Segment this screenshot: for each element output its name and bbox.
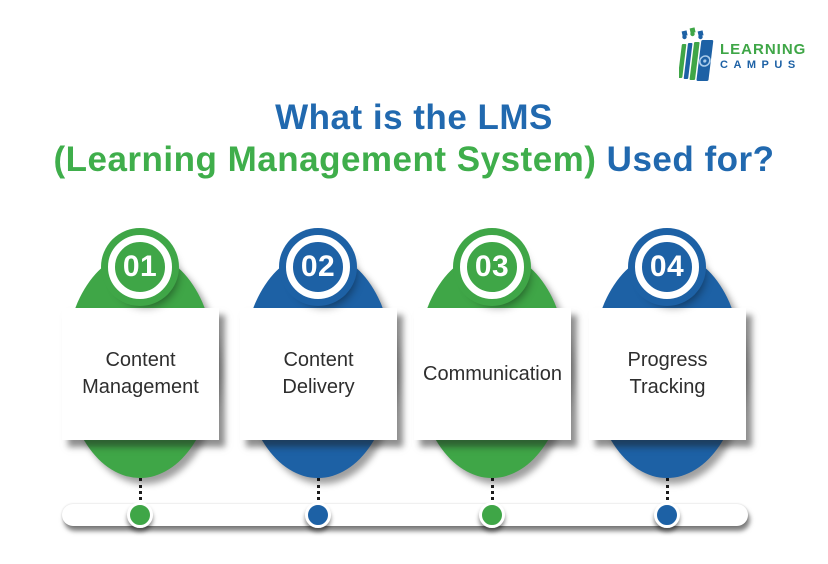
item-card: Communication — [414, 308, 571, 440]
item-number: 01 — [122, 250, 158, 283]
item-label-line: Communication — [423, 362, 562, 385]
title-line2-green-text: (Learning Management System) — [53, 140, 597, 179]
lms-use-item-progress-tracking: 04 Progress Tracking — [580, 228, 755, 538]
item-number-badge: 03 — [460, 235, 524, 299]
dotted-connector — [491, 478, 494, 506]
item-number: 03 — [474, 250, 510, 283]
item-number: 04 — [649, 250, 685, 283]
dotted-connector — [666, 478, 669, 506]
title-line2-blue-text: Used for? — [596, 140, 775, 179]
item-number-badge: 04 — [635, 235, 699, 299]
item-label-line: Delivery — [282, 376, 355, 398]
item-label-line: Content — [105, 349, 176, 371]
logo-name-top: LEARNING — [720, 41, 807, 58]
timeline-dot — [654, 502, 680, 528]
lms-use-item-content-delivery: 02 Content Delivery — [231, 228, 406, 538]
item-label-line: Content — [283, 349, 354, 371]
item-card: Content Delivery — [240, 308, 397, 440]
logo-text: LEARNING CAMPUS — [720, 42, 806, 71]
title-line-1: What is the LMS — [0, 97, 828, 139]
lms-use-item-content-management: 01 Content Management — [53, 228, 228, 538]
dotted-connector — [317, 478, 320, 506]
item-number: 02 — [300, 250, 336, 283]
item-card: Content Management — [62, 308, 219, 440]
title-line-2: (Learning Management System) Used for? — [0, 139, 828, 181]
item-label-line: Tracking — [629, 376, 706, 398]
dotted-connector — [139, 478, 142, 506]
timeline-dot — [305, 502, 331, 528]
logo-name-bottom: CAMPUS — [720, 59, 801, 71]
lms-use-item-communication: 03 Communication — [405, 228, 580, 538]
page-title: What is the LMS (Learning Management Sys… — [0, 97, 828, 181]
item-number-badge: 02 — [286, 235, 350, 299]
item-card: Progress Tracking — [589, 308, 746, 440]
timeline-dot — [479, 502, 505, 528]
timeline-dot — [127, 502, 153, 528]
timeline-bar — [62, 504, 748, 526]
item-number-badge: 01 — [108, 235, 172, 299]
learning-campus-logo: LEARNING CAMPUS — [679, 27, 806, 81]
item-label-line: Progress — [627, 349, 708, 371]
stacked-books-graduates-icon — [679, 27, 714, 81]
title-line1-text: What is the LMS — [275, 98, 553, 137]
item-label-line: Management — [82, 376, 199, 398]
